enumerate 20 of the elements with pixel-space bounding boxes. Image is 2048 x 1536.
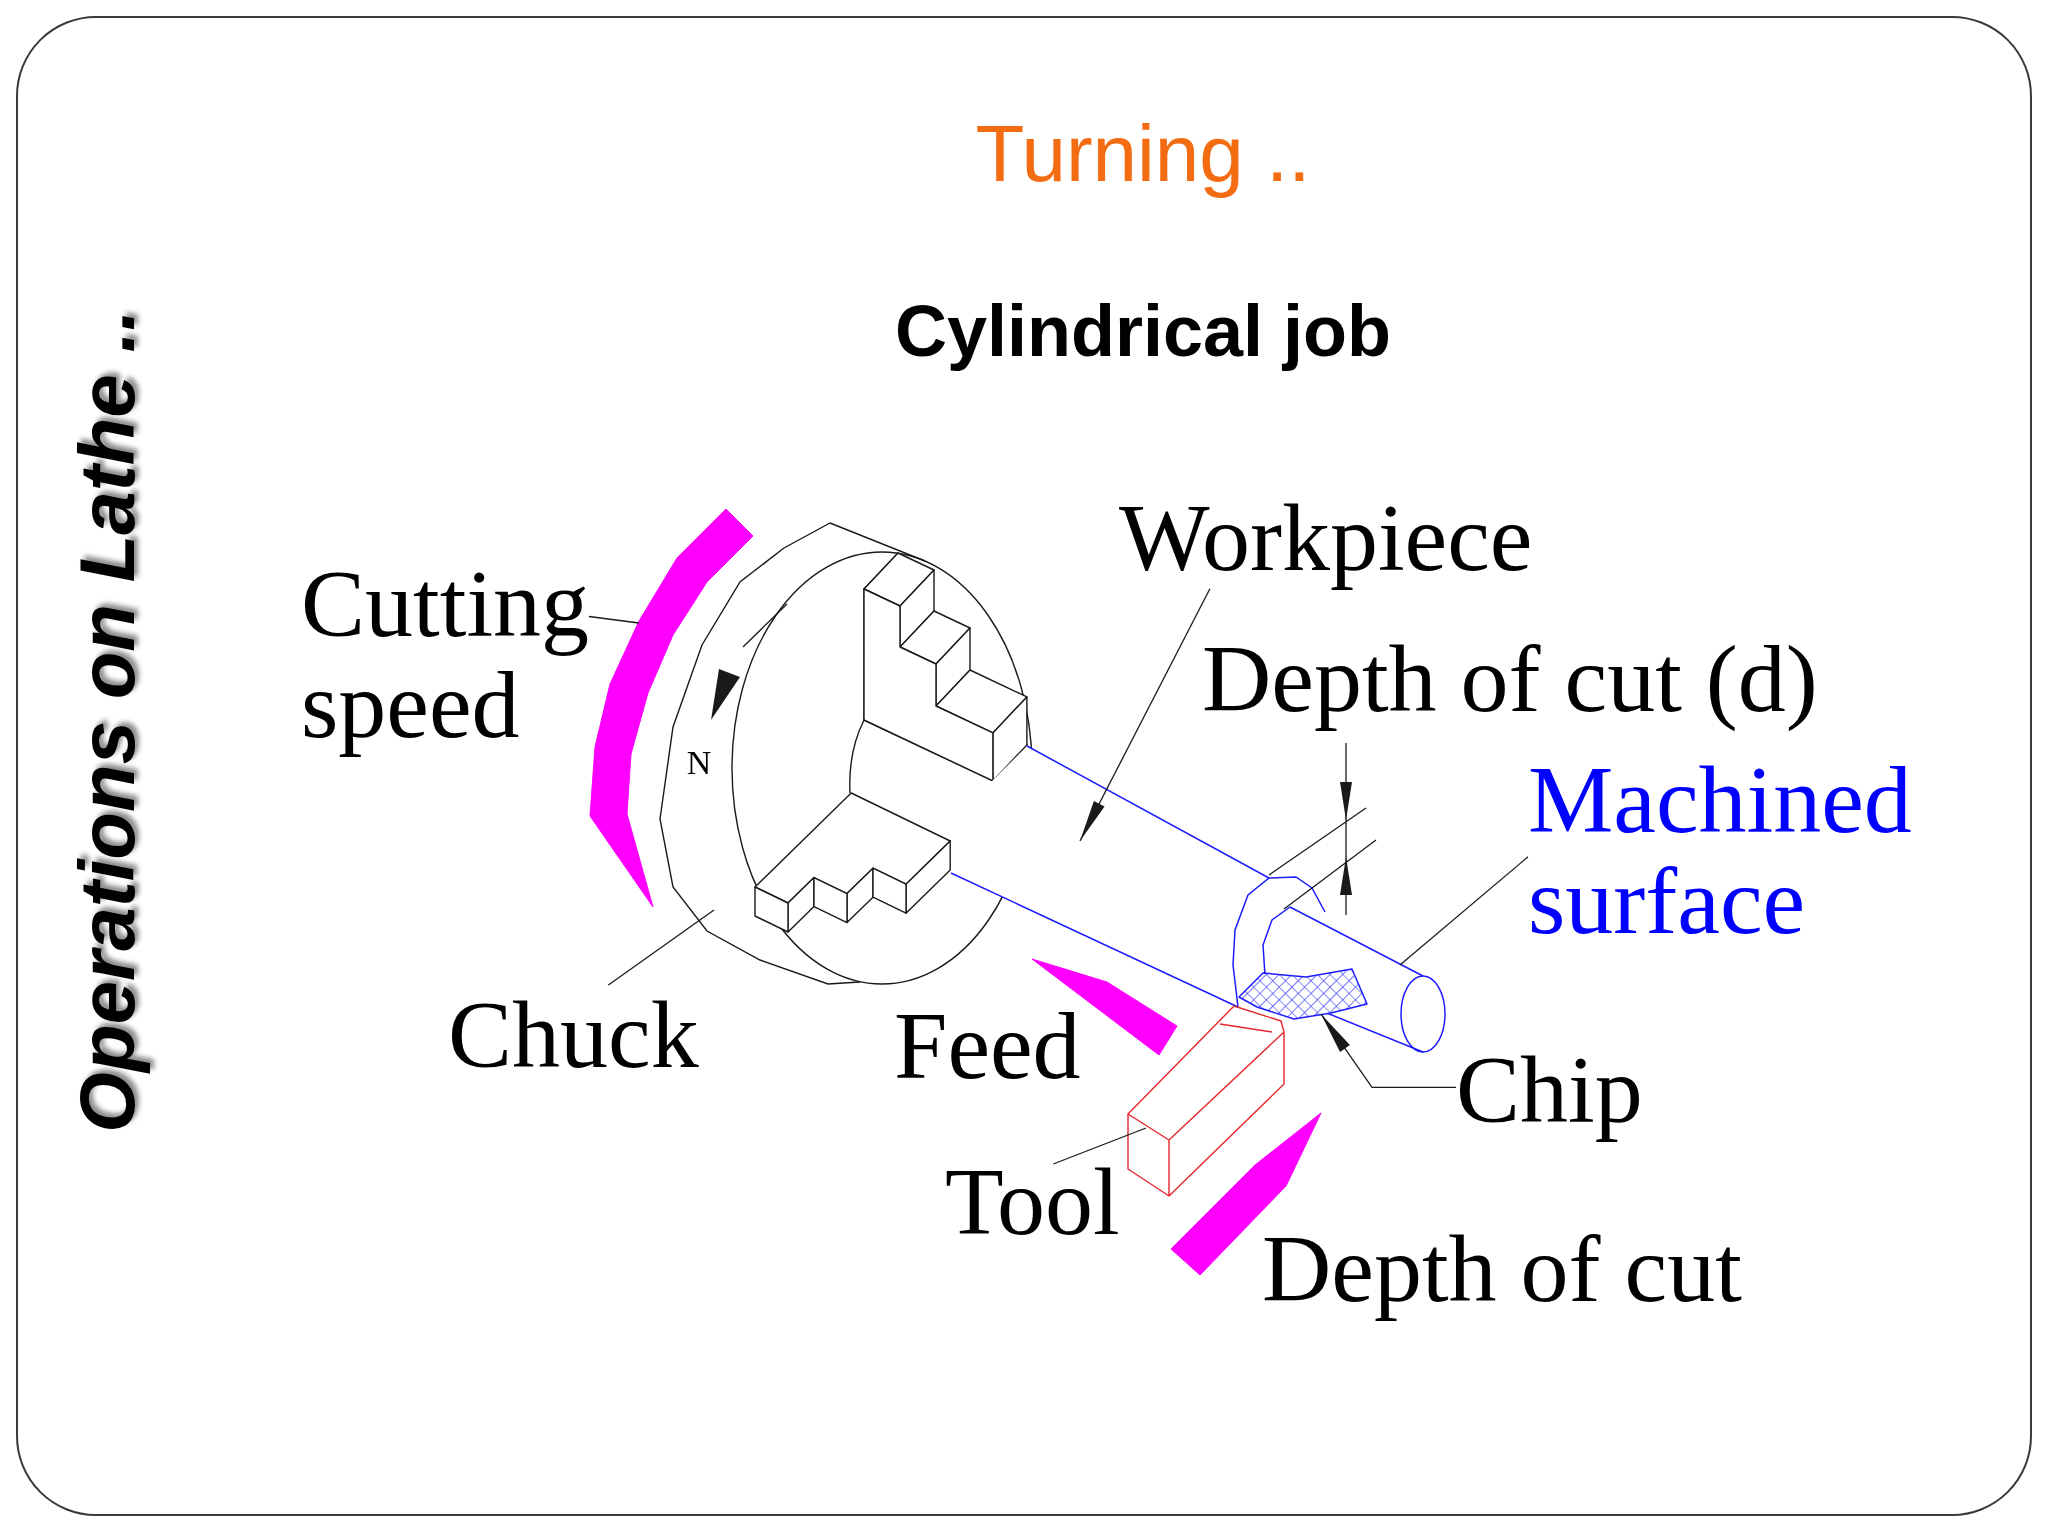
leader-line [1320, 1013, 1457, 1089]
leader-line [1052, 1127, 1147, 1165]
callout-label: Machined surface [1528, 750, 1912, 952]
leader-line [1399, 856, 1529, 966]
leader-line [1079, 588, 1211, 842]
chip-drawing [1238, 968, 1368, 1020]
callout-label: Cutting speed [301, 554, 590, 756]
direction-label: Depth of cut [1262, 1219, 1742, 1320]
leader-line [588, 615, 640, 624]
leader-line [607, 909, 715, 986]
callout-label: Chuck [448, 985, 699, 1086]
tool-drawing [1127, 1005, 1285, 1197]
curved-arrow [589, 508, 754, 908]
workpiece-cylinder [950, 745, 1326, 1008]
callout-label: Tool [945, 1164, 1120, 1241]
direction-label: Feed [894, 1008, 1081, 1085]
callout-label: Workpiece [1119, 488, 1533, 589]
callout-label: Chip [1456, 1040, 1643, 1141]
rotation-label: N [686, 746, 712, 780]
dimension-label: Depth of cut (d) [1202, 629, 1818, 730]
